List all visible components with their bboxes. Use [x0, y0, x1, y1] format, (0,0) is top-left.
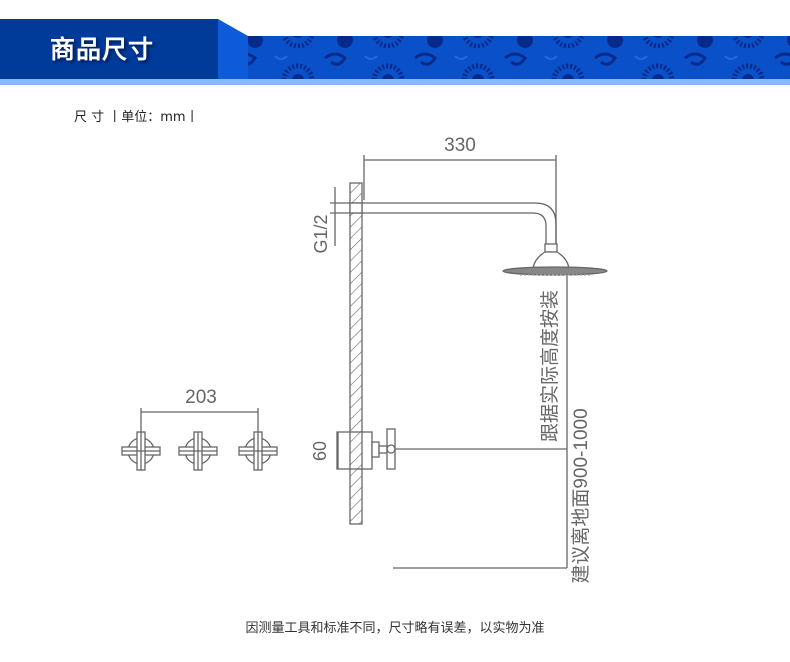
shower-head [532, 251, 570, 269]
wall [349, 182, 363, 525]
handle-middle [178, 431, 218, 471]
thread-label: G1/2 [311, 214, 331, 253]
handle-right [238, 431, 278, 471]
shower-arm [350, 202, 557, 244]
header-banner [0, 19, 790, 85]
valve-height-label: 60 [310, 441, 330, 461]
floor-note: 建议离地面900-1000 [570, 408, 592, 583]
install-note: 跟据实际高度按装 [539, 290, 561, 442]
section-title: 商品尺寸 [50, 35, 155, 64]
unit-label: 尺 寸 丨单位：mm丨 [74, 110, 199, 125]
arm-length-label: 330 [444, 135, 476, 156]
handle-left [121, 431, 161, 471]
handle-spacing-label: 203 [185, 387, 217, 408]
footer-note: 因测量工具和标准不同，尺寸略有误差，以实物为准 [245, 621, 545, 636]
shower-nut [544, 243, 558, 253]
